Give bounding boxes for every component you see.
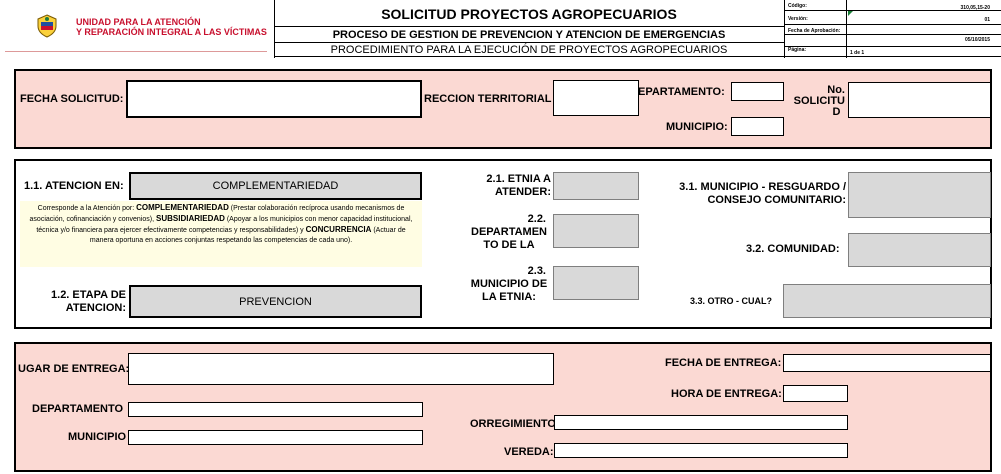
departamento-entrega-field[interactable]	[128, 402, 423, 417]
note-bold-3: CONCURRENCIA	[305, 225, 372, 234]
note-bold-2: SUBSIDIARIEDAD	[156, 214, 225, 223]
municipio-etnia-label: 2.3. MUNICIPIO DE LA ETNIA:	[466, 265, 552, 304]
no-solicitud-field[interactable]	[848, 82, 991, 118]
corregimiento-field[interactable]	[554, 415, 848, 430]
logo: UNIDAD PARA LA ATENCIÓN Y REPARACIÓN INT…	[36, 14, 276, 42]
note-text-3: (Apoyar a los municipios con menor capac…	[36, 216, 413, 234]
pagina-label: Página:	[788, 47, 807, 53]
municipio-entrega-field[interactable]	[128, 430, 423, 445]
fecha-entrega-label: FECHA DE ENTREGA:	[665, 357, 782, 369]
comunidad-label: 3.2. COMUNIDAD:	[746, 243, 840, 255]
resguardo-label: 3.1. MUNICIPIO - RESGUARDO / CONSEJO COM…	[650, 181, 846, 207]
etapa-line-1: 1.2. ETAPA DE	[51, 289, 126, 301]
otro-cual-field[interactable]	[783, 284, 991, 318]
departamento-label: EPARTAMENTO:	[638, 86, 725, 98]
logo-line-2: Y REPARACIÓN INTEGRAL A LAS VÍCTIMAS	[76, 27, 267, 37]
fecha-solicitud-label: FECHA SOLICITUD:	[20, 93, 124, 105]
resguardo-line-2: CONSEJO COMUNITARIO:	[707, 194, 846, 206]
header: UNIDAD PARA LA ATENCIÓN Y REPARACIÓN INT…	[0, 0, 1001, 58]
resguardo-line-1: 3.1. MUNICIPIO - RESGUARDO /	[679, 181, 846, 193]
note-text-1: Corresponde a la Atención por:	[37, 205, 137, 212]
fecha-aprobacion-value: 05/10/2015	[964, 37, 990, 43]
etapa-line-2: ATENCION:	[65, 302, 126, 314]
atencion-note: Corresponde a la Atención por: COMPLEMEN…	[20, 201, 422, 267]
note-bold-1: COMPLEMENTARIEDAD	[136, 203, 229, 212]
logo-line-1: UNIDAD PARA LA ATENCIÓN	[76, 17, 201, 27]
atencion-en-select[interactable]: COMPLEMENTARIEDAD	[129, 172, 422, 200]
mun-etnia-line-3: LA ETNIA:	[482, 291, 536, 303]
version-value: 01	[984, 17, 990, 23]
resguardo-field[interactable]	[848, 172, 991, 218]
depto-etnia-line-1: 2.2.	[527, 213, 546, 225]
etnia-line-1: 2.1. ETNIA A	[486, 173, 551, 185]
procedure-name: PROCEDIMIENTO PARA LA EJECUCIÓN DE PROYE…	[330, 44, 728, 56]
no-solicitud-label: No. SOLICITU D	[788, 85, 845, 118]
etapa-atencion-label: 1.2. ETAPA DE ATENCION:	[30, 289, 126, 315]
depto-etnia-line-3: TO DE LA	[483, 239, 535, 251]
departamento-etnia-field[interactable]	[553, 214, 639, 248]
fecha-entrega-field[interactable]	[783, 354, 991, 372]
municipio-label: MUNICIPIO:	[666, 121, 728, 133]
etnia-line-2: ATENDER:	[494, 186, 551, 198]
departamento-field[interactable]	[731, 82, 784, 101]
vereda-label: VEREDA:	[504, 446, 554, 458]
corregimiento-label: ORREGIMIENTO:	[470, 418, 560, 430]
direccion-territorial-label: RECCION TERRITORIAL	[424, 93, 552, 105]
no-solicitud-line-3: D	[832, 106, 841, 118]
etnia-field[interactable]	[553, 172, 639, 200]
process-name: PROCESO DE GESTION DE PREVENCION Y ATENC…	[332, 29, 726, 41]
mun-etnia-line-1: 2.3.	[527, 265, 546, 277]
pagina-value: 1 de 1	[850, 50, 865, 56]
otro-cual-label: 3.3. OTRO - CUAL?	[690, 296, 773, 306]
municipio-etnia-field[interactable]	[553, 266, 639, 300]
lugar-entrega-field[interactable]	[128, 353, 554, 385]
comunidad-field[interactable]	[848, 233, 991, 267]
etnia-label: 2.1. ETNIA A ATENDER:	[460, 173, 551, 199]
no-solicitud-line-1: No.	[827, 84, 845, 96]
codigo-value: 310,05,15-20	[960, 5, 990, 11]
cell-marker-icon	[848, 11, 853, 16]
depto-etnia-line-2: DEPARTAMEN	[471, 226, 547, 238]
fecha-solicitud-field[interactable]	[126, 80, 422, 118]
note-text-4: (Actuar de manera oportuna en acciones c…	[89, 227, 406, 244]
direccion-territorial-field[interactable]	[553, 80, 639, 116]
no-solicitud-line-2: SOLICITU	[793, 95, 845, 107]
codigo-label: Código:	[788, 3, 807, 9]
etapa-atencion-select[interactable]: PREVENCION	[129, 285, 422, 318]
version-label: Versión:	[788, 16, 808, 22]
municipio-field[interactable]	[731, 117, 784, 136]
page-title: SOLICITUD PROYECTOS AGROPECUARIOS	[381, 6, 677, 22]
coat-of-arms-icon	[37, 14, 57, 38]
atencion-en-label: 1.1. ATENCION EN:	[24, 180, 124, 192]
departamento-etnia-label: 2.2. DEPARTAMEN TO DE LA	[466, 213, 552, 252]
logo-underline	[5, 51, 267, 52]
lugar-entrega-label: UGAR DE ENTREGA:	[18, 363, 130, 375]
hora-entrega-label: HORA DE ENTREGA:	[671, 388, 782, 400]
departamento-entrega-label: DEPARTAMENTO	[32, 403, 124, 415]
municipio-entrega-label: MUNICIPIO	[68, 431, 127, 443]
hora-entrega-field[interactable]	[783, 385, 848, 402]
mun-etnia-line-2: MUNICIPIO DE	[470, 278, 548, 290]
vereda-field[interactable]	[554, 443, 848, 458]
fecha-aprobacion-label: Fecha de Aprobación:	[788, 28, 841, 34]
note-text-2: (Prestar colaboración recíproca usando m…	[29, 205, 405, 223]
